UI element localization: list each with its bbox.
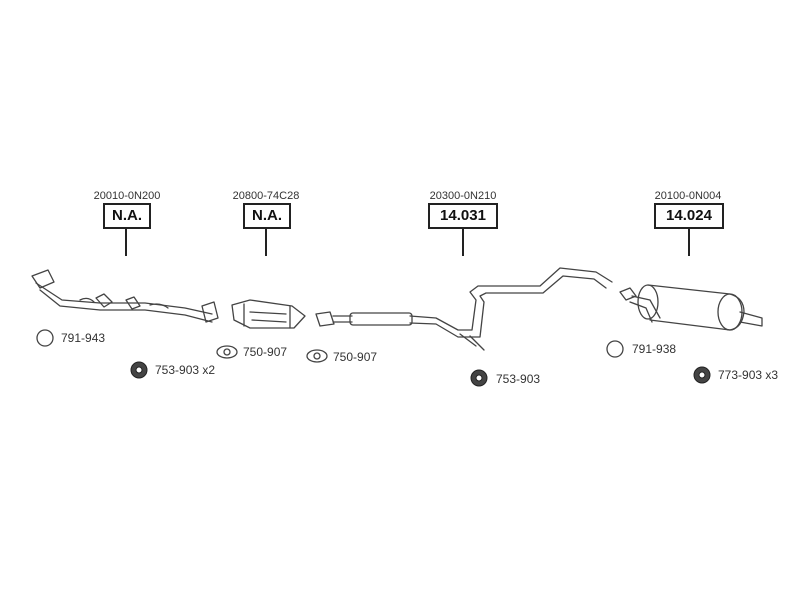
accessory-label: 753-903: [496, 372, 541, 386]
oe-number-rear-muffler: 20100-0N004: [654, 190, 722, 202]
leader-line: [688, 229, 690, 256]
ref-box-rear-muffler[interactable]: 14.024: [654, 203, 724, 229]
ring-icon[interactable]: [606, 340, 624, 358]
oe-number-catalyst: 20800-74C28: [232, 190, 300, 202]
oe-number-middle-pipe: 20300-0N210: [429, 190, 497, 202]
accessory-label: 791-938: [632, 342, 677, 356]
front-pipe-part[interactable]: [31, 269, 219, 323]
gasket-icon[interactable]: [216, 345, 238, 359]
ref-box-manifold[interactable]: N.A.: [103, 203, 151, 229]
oe-number-manifold: 20010-0N200: [93, 190, 161, 202]
catalyst-part[interactable]: [231, 299, 306, 329]
accessory-label: 750-907: [333, 350, 378, 364]
leader-line: [265, 229, 267, 256]
middle-pipe-part[interactable]: [315, 267, 613, 351]
gasket-icon[interactable]: [306, 349, 328, 363]
rear-muffler-part[interactable]: [619, 284, 763, 331]
accessory-label: 753-903 x2: [155, 363, 216, 377]
ref-box-middle-pipe[interactable]: 14.031: [428, 203, 498, 229]
leader-line: [462, 229, 464, 256]
ring-icon[interactable]: [36, 329, 54, 347]
hanger-icon[interactable]: [470, 369, 488, 387]
accessory-label: 791-943: [61, 331, 106, 345]
hanger-icon[interactable]: [693, 366, 711, 384]
accessory-label: 750-907: [243, 345, 288, 359]
leader-line: [125, 229, 127, 256]
accessory-label: 773-903 x3: [718, 368, 779, 382]
ref-box-catalyst[interactable]: N.A.: [243, 203, 291, 229]
hanger-icon[interactable]: [130, 361, 148, 379]
